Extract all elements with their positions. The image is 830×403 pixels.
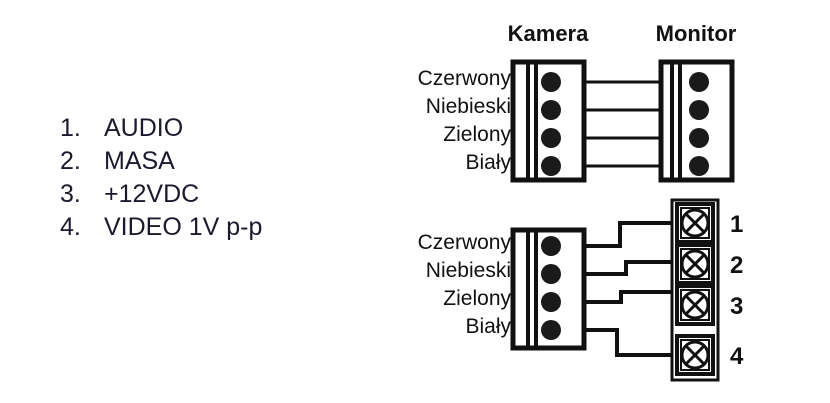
pin-dot <box>689 100 709 120</box>
screw-terminal-2 <box>675 243 715 285</box>
wire-label-red: Czerwony <box>418 67 512 90</box>
pinout-legend-list: 1. AUDIO 2. MASA 3. +12VDC 4. VIDEO 1V p… <box>60 112 262 244</box>
heading-camera: Kamera <box>508 21 589 46</box>
pin-dot <box>689 72 709 92</box>
list-item-number: 4. <box>60 213 81 241</box>
pin-dot <box>541 292 561 312</box>
pin-dot <box>689 128 709 148</box>
list-item-number: 1. <box>60 114 81 142</box>
list-item: 1. AUDIO <box>60 112 262 145</box>
list-item: 2. MASA <box>60 145 262 178</box>
camera-connector-bottom <box>510 227 587 351</box>
list-item-label: AUDIO <box>104 114 184 142</box>
pin-dot <box>541 156 561 176</box>
screw-terminal-block: 1 2 3 4 <box>670 198 744 382</box>
pin-dot <box>541 128 561 148</box>
terminal-number-3: 3 <box>730 293 743 320</box>
list-item: 3. +12VDC <box>60 178 262 211</box>
list-item-label: +12VDC <box>104 180 200 208</box>
list-item-number: 2. <box>60 147 81 175</box>
list-item-label: VIDEO 1V p-p <box>104 213 263 241</box>
heading-monitor: Monitor <box>656 21 737 46</box>
wire-label-white: Biały <box>465 151 511 174</box>
terminal-number-1: 1 <box>730 211 743 238</box>
wire-label-blue: Niebieski <box>426 95 511 118</box>
pin-dot <box>541 320 561 340</box>
terminal-number-2: 2 <box>730 252 743 279</box>
wire-label-blue: Niebieski <box>426 259 511 282</box>
pin-dot <box>541 100 561 120</box>
list-item-number: 3. <box>60 180 81 208</box>
pin-dot <box>541 72 561 92</box>
monitor-connector-top <box>658 59 735 183</box>
screw-terminal-4 <box>675 334 715 376</box>
screw-terminal-1 <box>675 202 715 244</box>
screw-terminal-3 <box>675 284 715 326</box>
wire-label-green: Zielony <box>443 123 511 146</box>
wire-label-white: Biały <box>465 315 511 338</box>
wire-label-green: Zielony <box>443 287 511 310</box>
pin-dot <box>689 156 709 176</box>
top-diagram-group: Czerwony Niebieski Zielony Biały <box>418 59 735 183</box>
list-item-label: MASA <box>104 147 175 175</box>
pin-dot <box>541 236 561 256</box>
pin-dot <box>541 264 561 284</box>
terminal-number-4: 4 <box>730 343 744 370</box>
camera-connector-top <box>510 59 587 183</box>
wire-label-red: Czerwony <box>418 231 512 254</box>
bottom-diagram-group: Czerwony Niebieski Zielony Biały <box>418 198 744 382</box>
list-item: 4. VIDEO 1V p-p <box>60 211 262 244</box>
